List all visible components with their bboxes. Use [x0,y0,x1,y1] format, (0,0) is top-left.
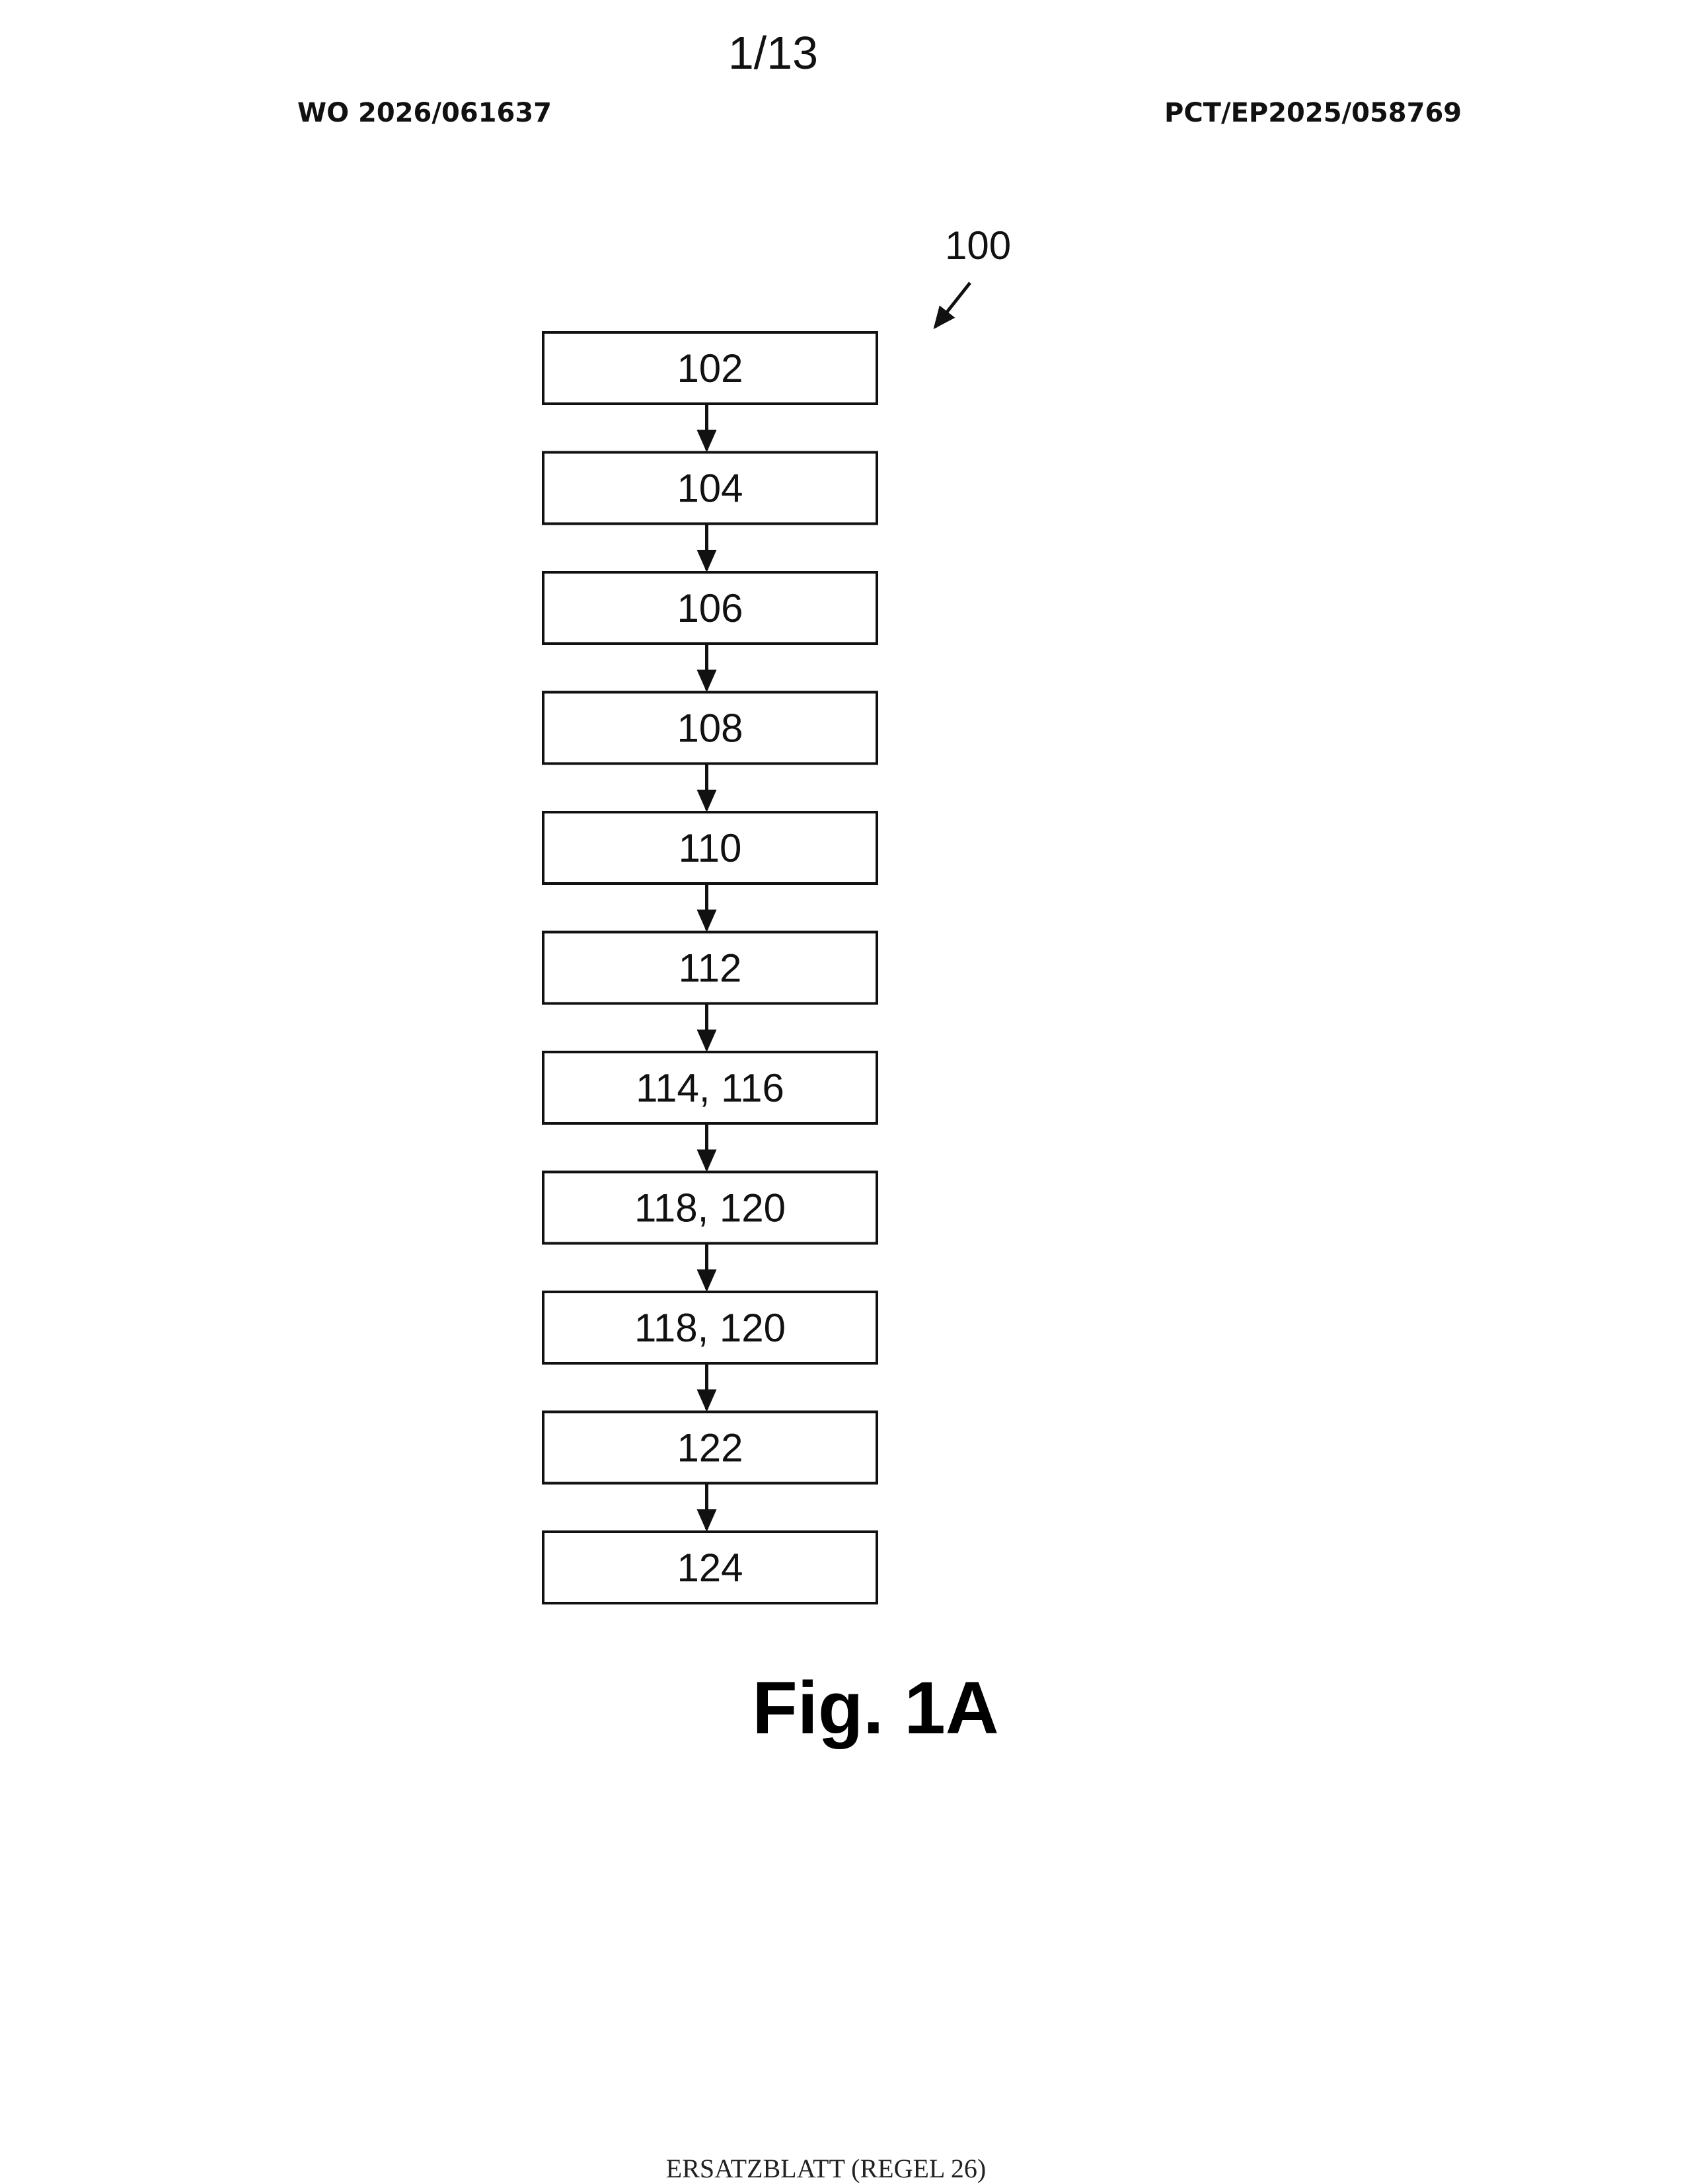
step-label: 104 [677,467,743,511]
figure-caption: Fig. 1A [727,1665,1024,1751]
step-label: 112 [679,946,742,991]
step-label: 102 [677,346,743,391]
reference-label-100: 100 [945,223,1011,268]
step-label: 110 [679,826,742,870]
flowchart-steps: 102 104 106 108 110 112 114, 116 118, 120 118, 1… [543,332,877,1603]
reference-arrow [935,283,970,327]
step-label: 118, 120 [634,1306,786,1350]
step-label: 118, 120 [634,1186,786,1230]
step-label: 114, 116 [636,1066,784,1110]
step-label: 124 [677,1546,743,1590]
step-label: 106 [677,586,743,630]
step-label: 108 [677,706,743,751]
step-label: 122 [677,1426,743,1470]
footer-text: ERSATZBLATT (REGEL 26) [595,2153,1057,2184]
